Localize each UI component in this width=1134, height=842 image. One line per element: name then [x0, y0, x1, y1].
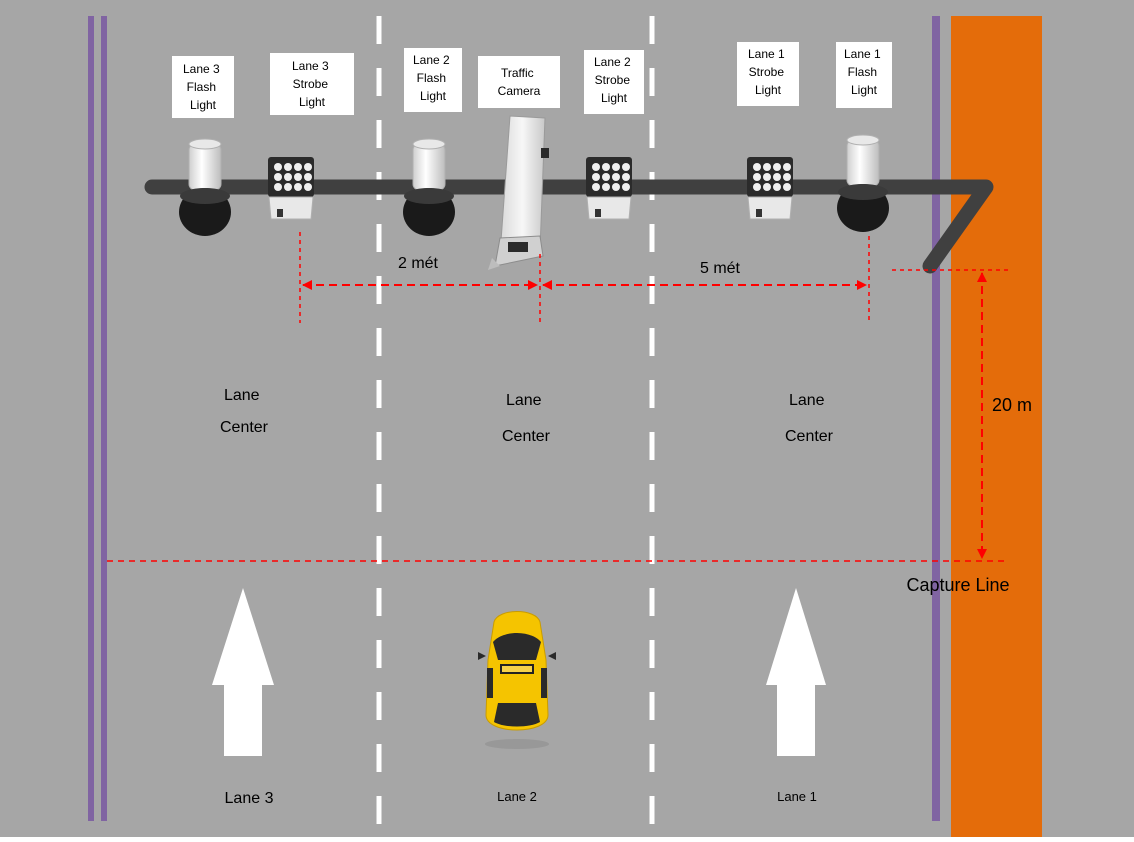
distance-label-20m: 20 m — [992, 395, 1032, 415]
label-line: Center — [785, 428, 834, 445]
label-line: Traffic — [501, 66, 534, 80]
svg-text:Lane Center: Lane Center — [502, 392, 551, 445]
svg-text:Lane Center: Lane Center — [785, 392, 834, 445]
curb-line-left-outer — [88, 16, 94, 821]
distance-label-5m: 5 mét — [700, 260, 741, 277]
traffic-camera-icon — [488, 115, 549, 270]
lane2-strobe-light-icon — [586, 157, 632, 220]
camera-label-box: Traffic Camera — [478, 56, 560, 108]
lane3-strobe-label-box: Lane 3 Strobe Light — [270, 53, 354, 115]
label-line: Center — [220, 419, 269, 436]
lane3-flash-label-box: Lane 3 Flash Light — [172, 56, 234, 118]
label-line: Lane 2 — [594, 55, 631, 69]
sidewalk — [951, 16, 1042, 837]
lane2-center-label: Lane Center — [502, 392, 551, 445]
lane3-flash-light-icon — [179, 138, 231, 236]
lane3-strobe-light-icon — [268, 157, 314, 220]
svg-text:Lane 2 Flash Light: Lane 2 Flash Light — [413, 53, 453, 103]
label-line: Lane 1 — [844, 47, 881, 61]
label-line: Light — [420, 89, 447, 103]
lane1-label: Lane 1 — [777, 789, 817, 804]
svg-text:Lane 2 Strobe Ligh: Lane 2 Strobe Light — [594, 55, 634, 105]
label-line: Lane 1 — [748, 47, 785, 61]
label-line: Light — [299, 95, 326, 109]
svg-text:Lane 3 Flash Light: Lane 3 Flash Light — [183, 62, 223, 112]
lane1-flash-label-box: Lane 1 Flash Light — [836, 42, 892, 108]
curb-line-left-inner — [101, 16, 107, 821]
label-line: Light — [851, 83, 878, 97]
lane2-strobe-label-box: Lane 2 Strobe Light — [584, 50, 644, 114]
label-line: Lane — [789, 392, 825, 409]
svg-text:Lane 1 Flash Light: Lane 1 Flash Light — [844, 47, 884, 97]
lane1-strobe-light-icon — [747, 157, 793, 220]
label-line: Flash — [848, 65, 877, 79]
lane1-strobe-label-box: Lane 1 Strobe Light — [737, 42, 799, 106]
label-line: Center — [502, 428, 551, 445]
dimension-lines — [107, 232, 1008, 562]
label-line: Strobe — [293, 77, 329, 91]
lane1-flash-light-icon — [837, 134, 889, 232]
label-line: Light — [190, 98, 217, 112]
label-line: Lane — [506, 392, 542, 409]
label-line: Light — [755, 83, 782, 97]
lane3-center-label: Lane Center — [220, 387, 269, 436]
svg-text:Lane 3 Strobe Ligh: Lane 3 Strobe Light — [292, 59, 332, 109]
curb-line-right — [932, 16, 940, 821]
label-line: Camera — [498, 84, 541, 98]
svg-text:Lane 1 Strobe Ligh: Lane 1 Strobe Light — [748, 47, 788, 97]
svg-text:Lane Center: Lane Center — [220, 387, 269, 436]
capture-line-label: Capture Line — [906, 575, 1009, 595]
label-line: Strobe — [595, 73, 631, 87]
label-line: Lane 3 — [292, 59, 329, 73]
label-line: Strobe — [749, 65, 785, 79]
lane2-label: Lane 2 — [497, 789, 537, 804]
label-line: Lane 2 — [413, 53, 450, 67]
label-line: Lane 3 — [183, 62, 220, 76]
lane2-flash-label-box: Lane 2 Flash Light — [404, 48, 462, 112]
lane1-center-label: Lane Center — [785, 392, 834, 445]
lane3-label: Lane 3 — [225, 790, 274, 807]
label-line: Flash — [187, 80, 216, 94]
label-line: Flash — [417, 71, 446, 85]
lane2-flash-light-icon — [403, 138, 455, 236]
lane1-arrow-icon — [766, 588, 826, 756]
svg-text:Traffic Camera: Traffic Camera — [498, 66, 541, 98]
label-line: Lane — [224, 387, 260, 404]
taxi-car-icon — [478, 611, 556, 749]
label-line: Light — [601, 91, 628, 105]
lane3-arrow-icon — [212, 588, 274, 756]
distance-label-2m: 2 mét — [398, 255, 439, 272]
